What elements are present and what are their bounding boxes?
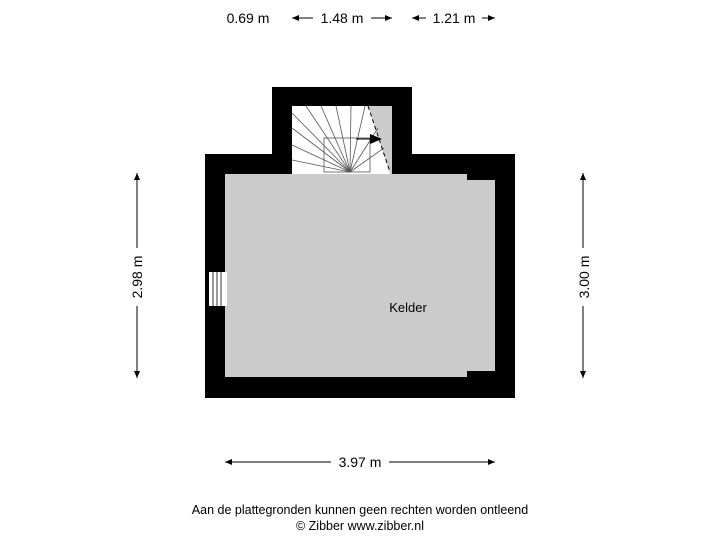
left-dimension: 2.98 m (129, 173, 145, 378)
stair-landing (368, 106, 392, 174)
dim-top-middle-label: 1.48 m (321, 10, 364, 26)
window (209, 272, 227, 306)
dim-right-arrow-bottom (580, 371, 586, 378)
dim-right-arrow-top (580, 173, 586, 180)
stairs (291, 105, 385, 173)
bottom-dimension: 3.97 m (225, 454, 495, 470)
room-label-kelder: Kelder (389, 300, 427, 315)
dim-bottom-label: 3.97 m (339, 454, 382, 470)
right-wall-notch-top (467, 174, 495, 180)
footer-disclaimer: Aan de plattegronden kunnen geen rechten… (191, 503, 529, 517)
dim-right-label: 3.00 m (576, 256, 592, 299)
top-dimensions: 0.69 m 1.48 m 1.21 m (227, 10, 495, 26)
dim-top-middle-arrow-right (385, 15, 392, 21)
footer-copyright: © Zibber www.zibber.nl (295, 519, 424, 533)
dim-top-left-label: 0.69 m (227, 10, 270, 26)
dim-left-label: 2.98 m (129, 256, 145, 299)
dim-left-arrow-top (134, 173, 140, 180)
right-wall-notch-bottom (467, 371, 495, 377)
kelder-floor (225, 174, 495, 377)
dim-top-right-arrow-right (488, 15, 495, 21)
dim-top-right-label: 1.21 m (433, 10, 476, 26)
stair-edge-dashed (367, 105, 391, 173)
stair-direction-arrow (370, 134, 382, 144)
dim-bottom-arrow-right (488, 459, 495, 465)
dim-left-arrow-bottom (134, 371, 140, 378)
dim-top-middle-arrow-left (292, 15, 299, 21)
dim-bottom-arrow-left (225, 459, 232, 465)
right-dimension: 3.00 m (576, 173, 592, 378)
dim-top-right-arrow-left (412, 15, 419, 21)
